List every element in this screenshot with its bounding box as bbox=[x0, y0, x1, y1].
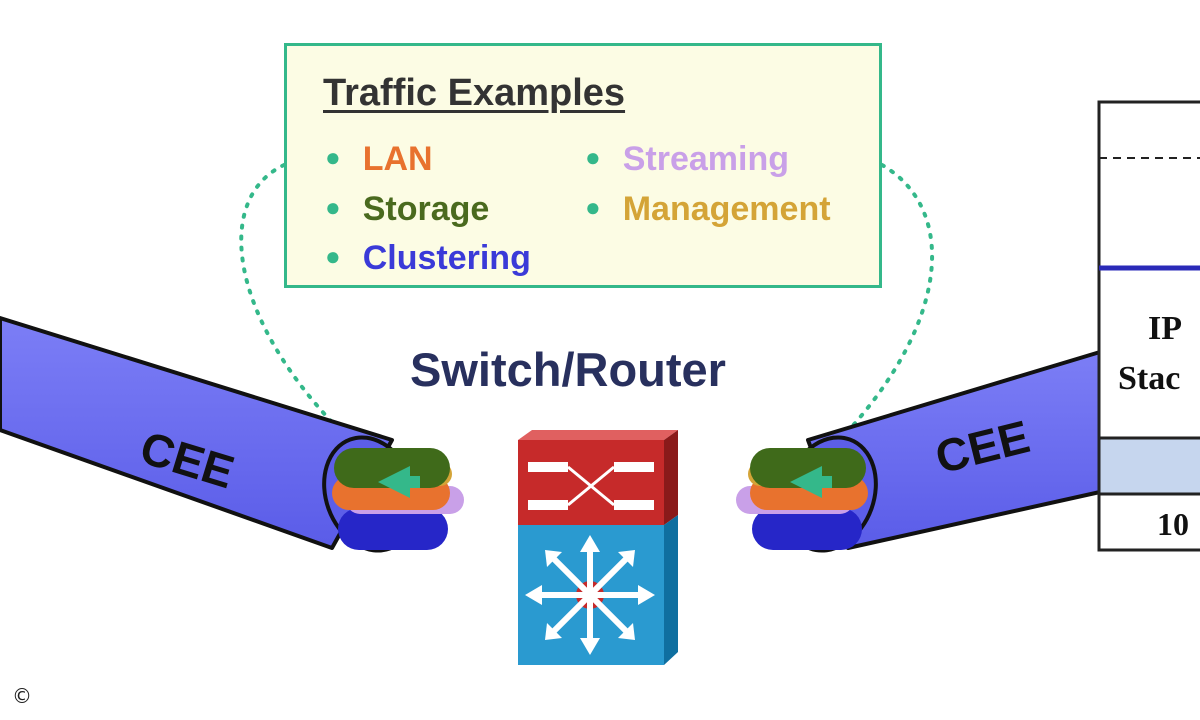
right-arrow bbox=[790, 466, 832, 498]
bullet-icon: ● bbox=[585, 142, 601, 172]
left-cee-pipe bbox=[0, 316, 464, 553]
bullet-icon: ● bbox=[585, 192, 601, 222]
traffic-item-label: LAN bbox=[362, 140, 433, 178]
traffic-item-management: ● Management bbox=[585, 190, 831, 229]
traffic-item-label: Clustering bbox=[362, 239, 531, 277]
right-cable-clustering bbox=[752, 508, 862, 550]
stack-stack-label: Stac bbox=[1118, 360, 1181, 397]
traffic-item-lan: ● LAN bbox=[325, 140, 433, 179]
traffic-examples-title: Traffic Examples bbox=[323, 72, 626, 114]
protocol-stack-table bbox=[1097, 100, 1200, 552]
left-cable-clustering bbox=[338, 508, 448, 550]
bullet-icon: ● bbox=[325, 142, 341, 172]
dotted-link-left bbox=[239, 163, 362, 452]
left-arrow bbox=[378, 466, 420, 498]
stack-ip-label: IP bbox=[1148, 310, 1182, 347]
traffic-item-label: Management bbox=[622, 190, 831, 228]
traffic-examples-box: Traffic Examples ● LAN ● Storage ● Clusteri… bbox=[284, 43, 882, 288]
switch-router-icon bbox=[518, 430, 678, 665]
copyright-icon: © bbox=[12, 684, 32, 708]
bullet-icon: ● bbox=[325, 241, 341, 271]
right-cable-storage bbox=[750, 448, 866, 488]
stack-speed-label: 10 bbox=[1157, 506, 1189, 542]
traffic-item-clustering: ● Clustering bbox=[325, 239, 531, 278]
dotted-link-right bbox=[828, 163, 934, 452]
bullet-icon: ● bbox=[325, 192, 341, 222]
traffic-item-label: Streaming bbox=[622, 140, 789, 178]
right-cee-pipe bbox=[736, 350, 1102, 553]
traffic-item-streaming: ● Streaming bbox=[585, 140, 789, 179]
traffic-item-label: Storage bbox=[362, 190, 490, 228]
traffic-item-storage: ● Storage bbox=[325, 190, 489, 229]
switch-router-label: Switch/Router bbox=[410, 343, 726, 396]
left-cable-storage bbox=[334, 448, 450, 488]
